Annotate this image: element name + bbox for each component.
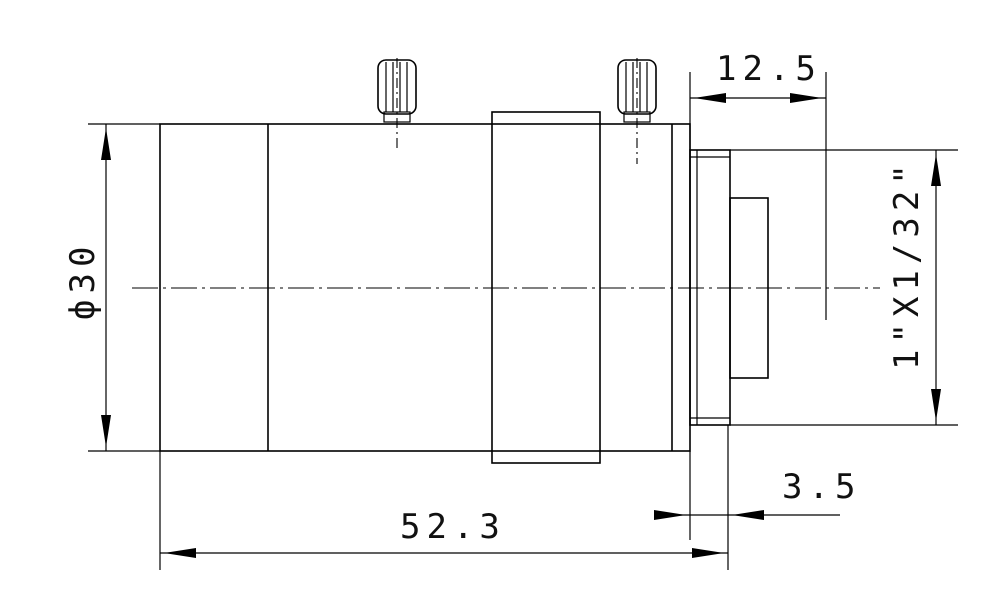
thumb-screw-left [377, 58, 417, 152]
diameter-dimension: ф30 [63, 123, 160, 452]
length-dimension: 52.3 [159, 425, 729, 570]
thread-dimension: 1"X1/32" [730, 149, 958, 426]
mount-depth-label: 12.5 [716, 49, 822, 89]
flange-offset-dimension: 3.5 [654, 451, 861, 540]
diameter-label: ф30 [63, 241, 103, 320]
length-label: 52.3 [400, 507, 506, 547]
flange-offset-label: 3.5 [782, 467, 861, 507]
thumb-screw-right [617, 58, 657, 164]
mount-depth-dimension: 12.5 [689, 49, 827, 320]
thread-label: 1"X1/32" [887, 158, 927, 370]
